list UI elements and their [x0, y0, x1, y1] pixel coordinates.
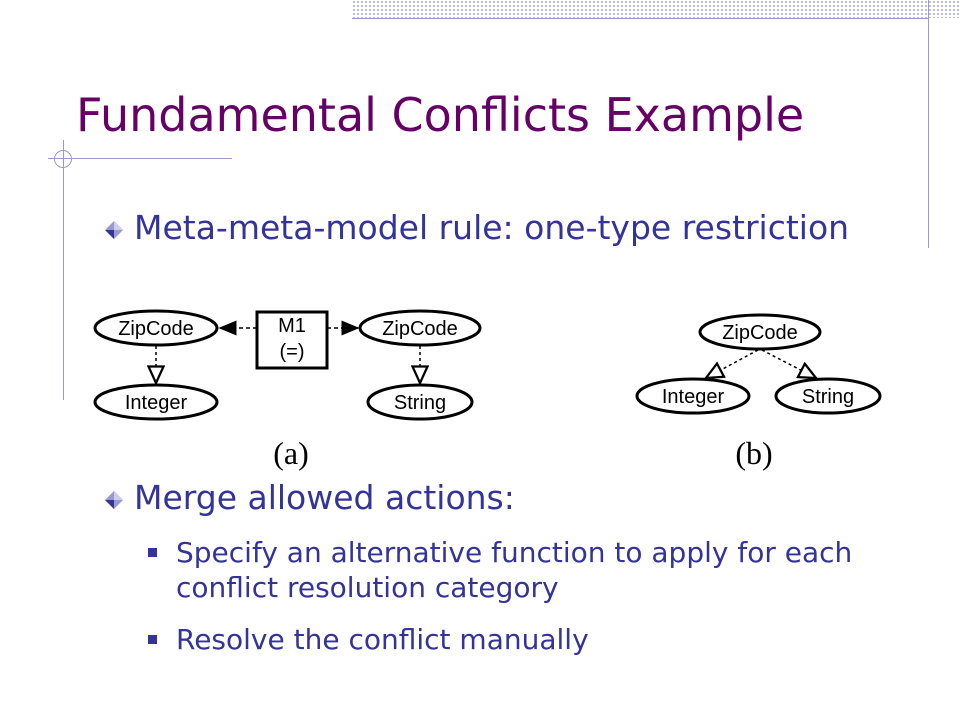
slide-title: Fundamental Conflicts Example — [76, 88, 805, 142]
sub-bullet-text: Specify an alternative function to apply… — [176, 536, 853, 604]
zipcode-node-b — [698, 313, 822, 351]
diagram-a: ZipCode Integer M1 (=) ZipCode String (a… — [93, 309, 482, 471]
corner-circle — [54, 150, 72, 168]
title-underline — [48, 158, 232, 159]
zipcode-node-right — [358, 309, 482, 347]
diagram-b: ZipCode Integer String (b) — [635, 313, 882, 471]
string-node-b — [774, 377, 882, 415]
right-vertical-line — [928, 0, 929, 248]
zipcode-node-b-label: ZipCode — [722, 322, 798, 344]
type-conflict-diagram: ZipCode Integer M1 (=) ZipCode String (a… — [93, 309, 882, 471]
type-link-b-right — [761, 349, 816, 378]
zipcode-node-left — [93, 309, 219, 347]
type-link-b-left — [706, 349, 759, 378]
mapping-m1-box — [255, 310, 329, 370]
sub-bullet-text: Resolve the conflict manually — [176, 623, 589, 656]
square-bullet-icon — [148, 548, 157, 557]
bullet-item: Meta-meta-model rule: one-type restricti… — [104, 208, 864, 248]
bullet-text: Merge allowed actions: — [134, 478, 515, 517]
caption-a: (a) — [273, 435, 309, 471]
mapping-m1-label: M1 — [278, 315, 306, 337]
sub-bullet-item: Resolve the conflict manually — [148, 622, 876, 657]
string-node-label: String — [394, 392, 446, 414]
zipcode-node-left-label: ZipCode — [118, 318, 194, 340]
zipcode-node-right-label: ZipCode — [382, 318, 458, 340]
bullet-text: Meta-meta-model rule: one-type restricti… — [134, 208, 850, 247]
integer-node-b-label: Integer — [662, 386, 725, 408]
integer-node-label: Integer — [125, 392, 188, 414]
square-bullet-icon — [148, 635, 157, 644]
diamond-bullet-icon — [105, 491, 123, 509]
top-right-dotted-band — [352, 0, 960, 18]
sub-bullet-item: Specify an alternative function to apply… — [148, 535, 876, 605]
left-vertical-line — [63, 140, 64, 400]
diamond-bullet-icon — [105, 221, 123, 239]
mapping-equality-label: (=) — [280, 341, 305, 363]
string-node-b-label: String — [802, 386, 854, 408]
integer-node-b — [635, 377, 751, 415]
caption-b: (b) — [735, 435, 772, 471]
top-band-divider-line — [352, 18, 928, 19]
bullet-item: Merge allowed actions: — [104, 478, 864, 518]
